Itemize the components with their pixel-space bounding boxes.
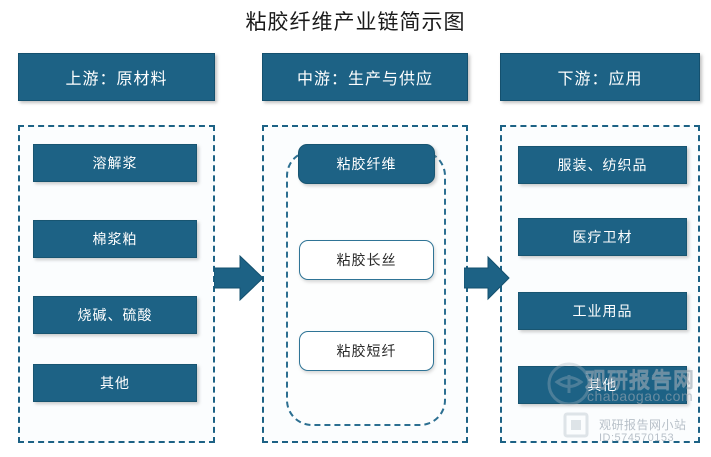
item-downstream-2: 医疗卫材 — [518, 218, 687, 256]
item-upstream-4: 其他 — [33, 364, 197, 402]
column-header-midstream: 中游：生产与供应 — [262, 53, 468, 101]
item-downstream-3: 工业用品 — [518, 292, 687, 330]
column-subgroup-midstream — [286, 150, 446, 426]
right-arrow-icon-upstream-to-midstream — [213, 252, 264, 309]
item-downstream-1: 服装、纺织品 — [518, 146, 687, 184]
right-arrow-icon-midstream-to-downstream — [463, 254, 510, 307]
item-midstream-2: 粘胶短纤 — [299, 331, 434, 371]
column-header-upstream: 上游：原材料 — [18, 53, 215, 101]
item-midstream-1: 粘胶长丝 — [299, 240, 434, 280]
item-upstream-3: 烧碱、硫酸 — [33, 296, 197, 334]
item-midstream-main: 粘胶纤维 — [298, 144, 435, 184]
item-downstream-4: 其他 — [518, 366, 687, 404]
item-upstream-2: 棉浆粕 — [33, 220, 197, 258]
column-header-downstream: 下游：应用 — [500, 53, 700, 101]
item-upstream-1: 溶解浆 — [33, 144, 197, 182]
page-title: 粘胶纤维产业链简示图 — [245, 10, 466, 34]
